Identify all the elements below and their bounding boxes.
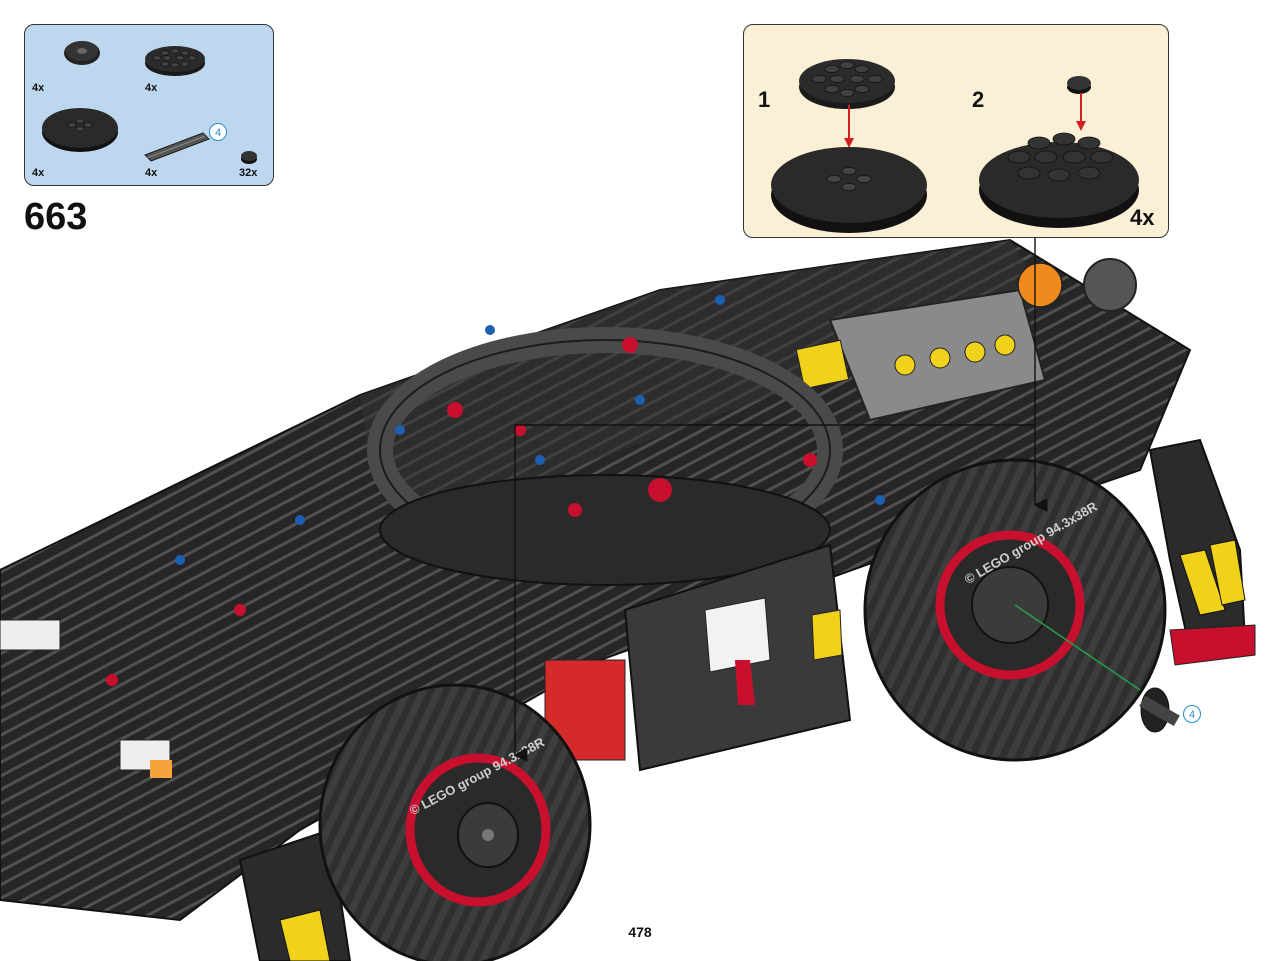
parts-list-art — [42, 41, 257, 164]
flat-silver-small-disc-icon — [64, 41, 100, 65]
axle-length-4-icon — [144, 132, 210, 162]
part-qty: 4x — [145, 167, 158, 179]
part-qty: 4x — [32, 82, 45, 94]
pointer-arrows — [513, 238, 1048, 762]
page-number: 478 — [628, 924, 652, 940]
turntable-disc-black-icon — [42, 108, 118, 152]
step-number: 663 — [24, 196, 88, 238]
parts-list-box: 4x 4x 4x 4x 32x 4 — [24, 24, 274, 186]
subassembly-multiplier: 4x — [1130, 205, 1155, 230]
round-stud-1x1-icon — [241, 151, 257, 164]
outrigger-legs — [238, 438, 1256, 961]
substep-number: 2 — [972, 87, 985, 112]
round-stud-1x1-icon — [1067, 76, 1091, 94]
turntable-disc-black-icon — [771, 147, 927, 233]
wheel-axle-part — [1014, 604, 1180, 733]
subassembly-box: 1 2 4x — [743, 24, 1169, 238]
front-wheel: © LEGO group 94.3x38R — [863, 458, 1167, 762]
substep-number: 1 — [758, 87, 771, 112]
subassembly-art — [771, 59, 1139, 233]
part-qty: 4x — [145, 82, 158, 94]
part-qty: 32x — [239, 167, 258, 179]
round-tile-plate-4x4-icon — [145, 46, 205, 76]
round-tile-plate-4x4-icon — [799, 59, 895, 109]
part-qty: 4x — [32, 167, 45, 179]
crane-chassis — [0, 238, 1192, 922]
axle-length-callout: 4 — [1183, 705, 1201, 723]
axle-length-callout: 4 — [209, 123, 227, 141]
rear-wheel: © LEGO group 94.3x38R — [318, 683, 592, 961]
turntable-with-studs-icon — [979, 132, 1139, 228]
